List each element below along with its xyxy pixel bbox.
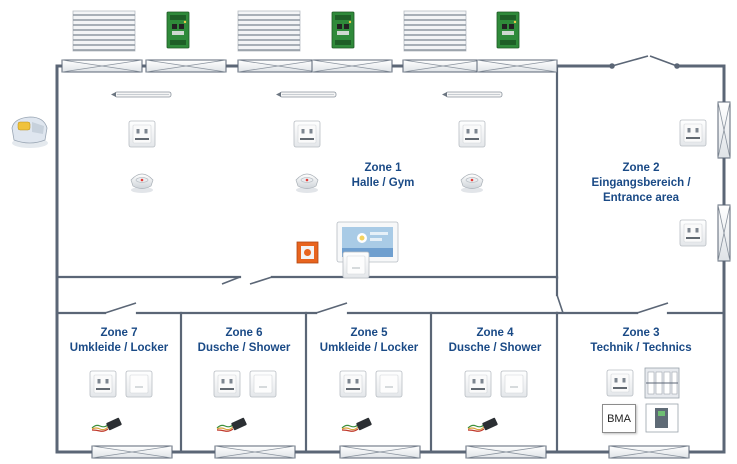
interior-walls: [55, 64, 726, 454]
zone-3-number: Zone 3: [622, 327, 660, 339]
zone-6-number: Zone 6: [225, 327, 263, 339]
zone-3-label: Zone 3 Technik / Technics: [590, 326, 691, 356]
zone-6-label: Zone 6 Dusche / Shower: [198, 326, 291, 356]
bma-label-box: BMA: [602, 404, 636, 433]
zone-1-single-switch: [342, 251, 370, 279]
zone-1-number: Zone 1: [364, 162, 402, 174]
zone-2-label: Zone 2 Eingangsbereich / Entrance area: [591, 161, 690, 206]
zone-5-label: Zone 5 Umkleide / Locker: [320, 326, 418, 356]
smoke-detectors: [130, 173, 484, 194]
floor-sensors: [91, 416, 499, 432]
zone-7-label: Zone 7 Umkleide / Locker: [70, 326, 168, 356]
zone-2-name: Eingangsbereich /: [591, 177, 691, 189]
zone-1-name: Halle / Gym: [351, 177, 415, 189]
ceiling-lights: [110, 91, 503, 98]
zone-4-name: Dusche / Shower: [448, 342, 542, 354]
zone-1-label: Zone 1 Halle / Gym: [352, 161, 415, 191]
zone-4-switches: [464, 370, 528, 398]
zone-3-switches: [606, 369, 634, 397]
zone-4-label: Zone 4 Dusche / Shower: [449, 326, 542, 356]
zone-5-name: Umkleide / Locker: [319, 342, 419, 354]
blinds: [72, 10, 467, 52]
doors: [104, 55, 680, 314]
weather-station-icon: [11, 116, 48, 148]
din-rail-devices-icon: [644, 367, 680, 399]
zone-1-switches: [128, 120, 486, 148]
zone-6-name: Dusche / Shower: [197, 342, 291, 354]
zone-5-number: Zone 5: [350, 327, 388, 339]
zone-2-number: Zone 2: [622, 162, 660, 174]
zone-7-name: Umkleide / Locker: [69, 342, 169, 354]
bma-label: BMA: [607, 412, 631, 425]
fire-alarm-button-icon: [296, 241, 319, 264]
zone-2-name-en: Entrance area: [602, 192, 680, 204]
zone-5-switches: [339, 370, 403, 398]
zone-7-switches: [89, 370, 153, 398]
zone-3-name: Technik / Technics: [590, 342, 692, 354]
zone-6-switches: [213, 370, 277, 398]
zone-7-number: Zone 7: [100, 327, 138, 339]
control-cabinet-icon: [645, 403, 679, 433]
zone-4-number: Zone 4: [476, 327, 514, 339]
